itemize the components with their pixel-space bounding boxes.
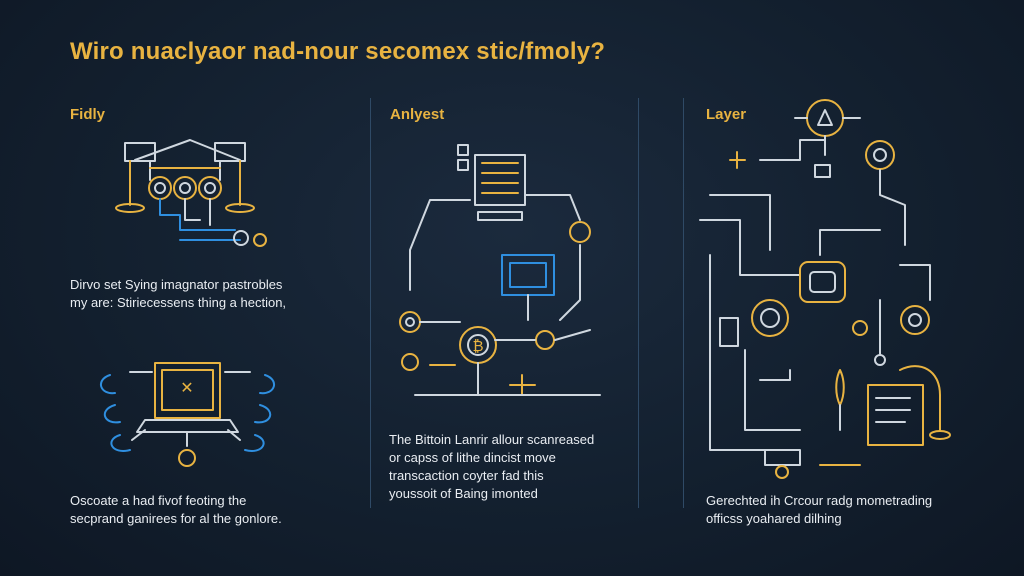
middle-paragraph: The Bittoin Lanrir allour scanreased or … [389, 431, 594, 503]
column-label-right: Layer [706, 106, 747, 123]
text-line: my are: Stiriecessens thing a hection, [70, 295, 287, 310]
text-line: Dirvo set Sying imagnator pastrobles [70, 277, 283, 292]
text-line: youssoit of Baing imonted [389, 486, 538, 501]
laptop-icon [100, 362, 275, 467]
right-paragraph: Gerechted ih Crcour radg mometrading off… [706, 492, 932, 528]
text-line: or capss of lithe dincist move [389, 450, 556, 465]
transaction-flow-icon [399, 144, 601, 396]
left-paragraph-top: Dirvo set Sying imagnator pastrobles my … [70, 276, 286, 312]
bitcoin-coin-glyph: ₿ [472, 337, 483, 355]
column-label-left: Fidly [70, 106, 106, 123]
page-title: Wiro nuaclyaor nad-nour secomex stic/fmo… [70, 38, 606, 65]
text-line: secprand ganirees for al the gonlore. [70, 511, 282, 526]
column-divider [683, 98, 684, 508]
mining-rig-icon [115, 139, 267, 247]
text-line: transcaction coyter fad this [389, 468, 544, 483]
column-divider [638, 98, 639, 508]
text-line: The Bittoin Lanrir allour scanreased [389, 432, 595, 447]
text-line: Gerechted ih Crcour radg mometrading [706, 493, 933, 508]
person-glyph: ✕ [180, 378, 193, 397]
column-divider [370, 98, 371, 508]
layer-network-icon [699, 99, 951, 479]
text-line: Oscoate a had fivof feoting the [70, 493, 247, 508]
column-label-middle: Anlyest [390, 106, 445, 123]
left-paragraph-bottom: Oscoate a had fivof feoting the secprand… [70, 492, 282, 528]
text-line: officss yoahared dilhing [706, 511, 842, 526]
